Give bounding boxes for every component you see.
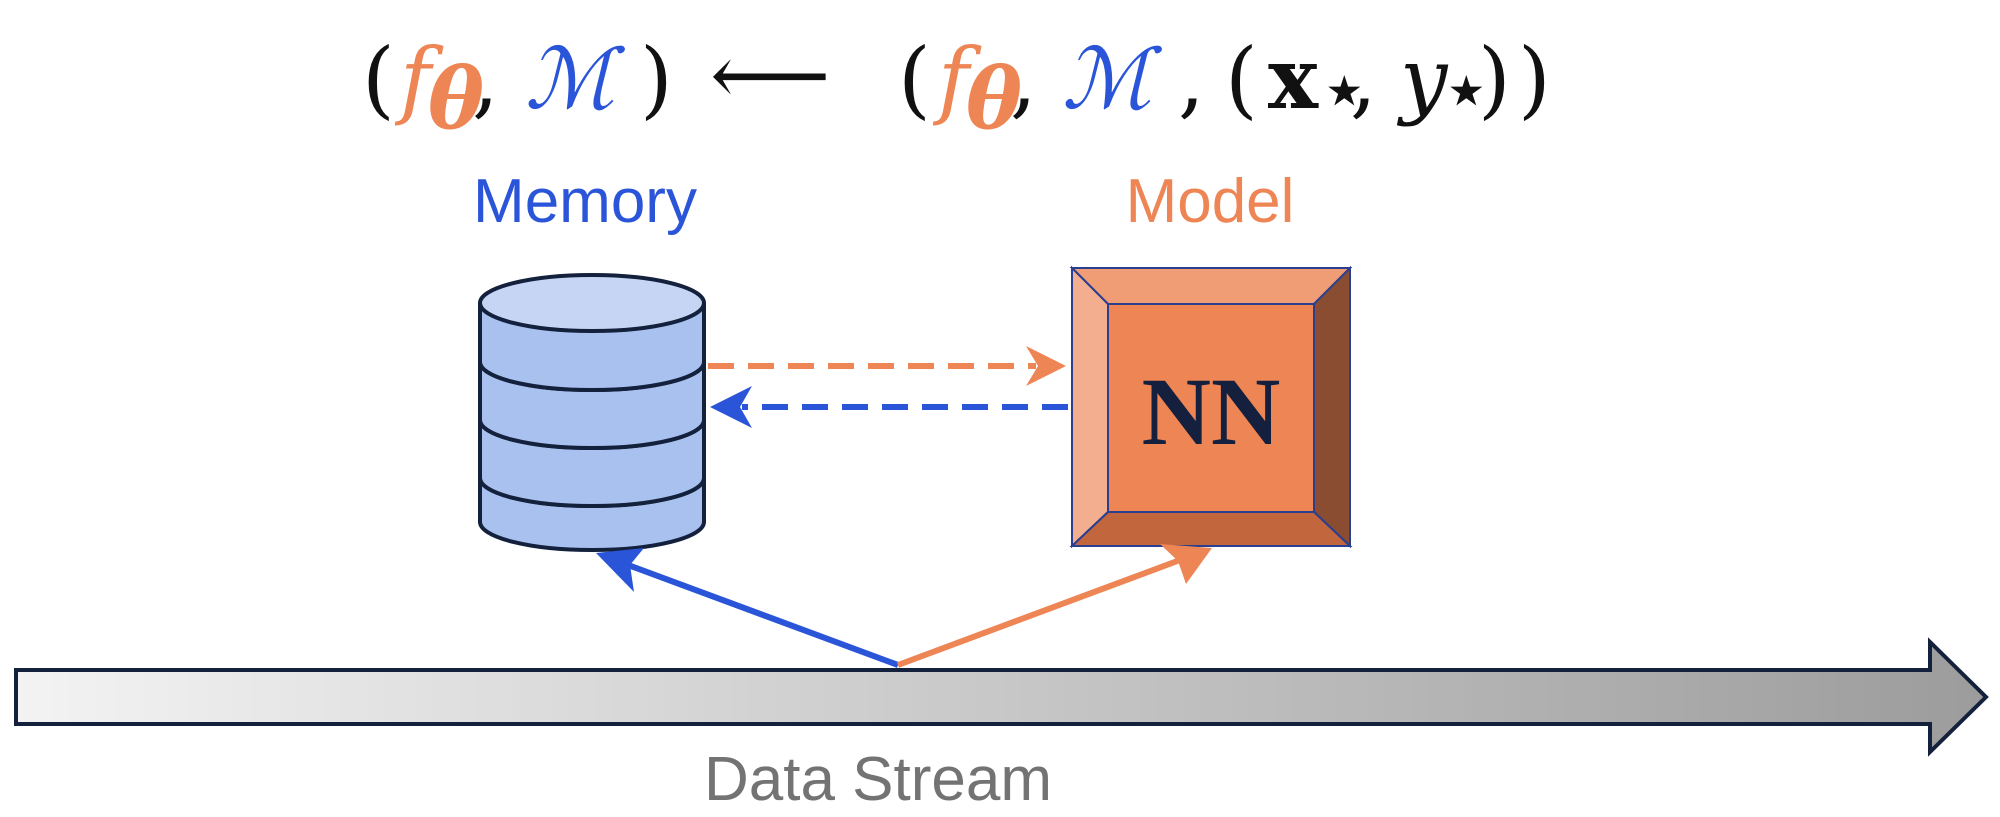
eq-lhs-close-paren: ) — [640, 30, 673, 128]
eq-y-star-subscript: ⋆ — [1440, 40, 1493, 138]
update-equation: ( f θ , ℳ ) ⟵ ( f θ , ℳ , ( x ⋆ , y ⋆ ) … — [362, 26, 1551, 148]
eq-lhs-memory-symbol: ℳ — [525, 30, 626, 128]
eq-lhs-open-paren: ( — [362, 30, 395, 128]
database-icon — [478, 273, 706, 552]
model-to-memory-arrow — [710, 386, 1068, 428]
eq-rhs-comma-2: , — [1178, 30, 1205, 128]
eq-pair-comma: , — [1350, 30, 1377, 128]
data-stream-arrow — [14, 637, 1989, 757]
eq-rhs-close-paren: ) — [1518, 30, 1551, 128]
eq-rhs-memory-symbol: ℳ — [1062, 30, 1163, 128]
eq-pair-open-paren: ( — [1225, 30, 1258, 128]
neural-network-box-icon — [1069, 265, 1353, 549]
model-label: Model — [1126, 167, 1295, 236]
eq-lhs-theta-subscript: θ — [428, 49, 484, 148]
memory-label: Memory — [473, 167, 697, 236]
eq-rhs-comma-1: , — [1010, 30, 1037, 128]
eq-rhs-theta-subscript: θ — [966, 49, 1022, 148]
eq-y-star: y — [1396, 30, 1449, 128]
eq-pair-close-paren: ) — [1478, 30, 1511, 128]
stream-to-model-arrow — [896, 544, 1212, 668]
memory-to-model-arrow — [708, 346, 1066, 386]
eq-x-star: x — [1268, 29, 1319, 128]
eq-x-star-subscript: ⋆ — [1318, 40, 1371, 138]
nn-label: NN — [1142, 358, 1281, 465]
eq-update-arrow: ⟵ — [710, 26, 830, 124]
stream-to-memory-arrow — [596, 548, 900, 668]
eq-rhs-open-paren: ( — [898, 30, 931, 128]
eq-lhs-comma: , — [472, 30, 499, 128]
data-stream-label: Data Stream — [704, 745, 1052, 814]
